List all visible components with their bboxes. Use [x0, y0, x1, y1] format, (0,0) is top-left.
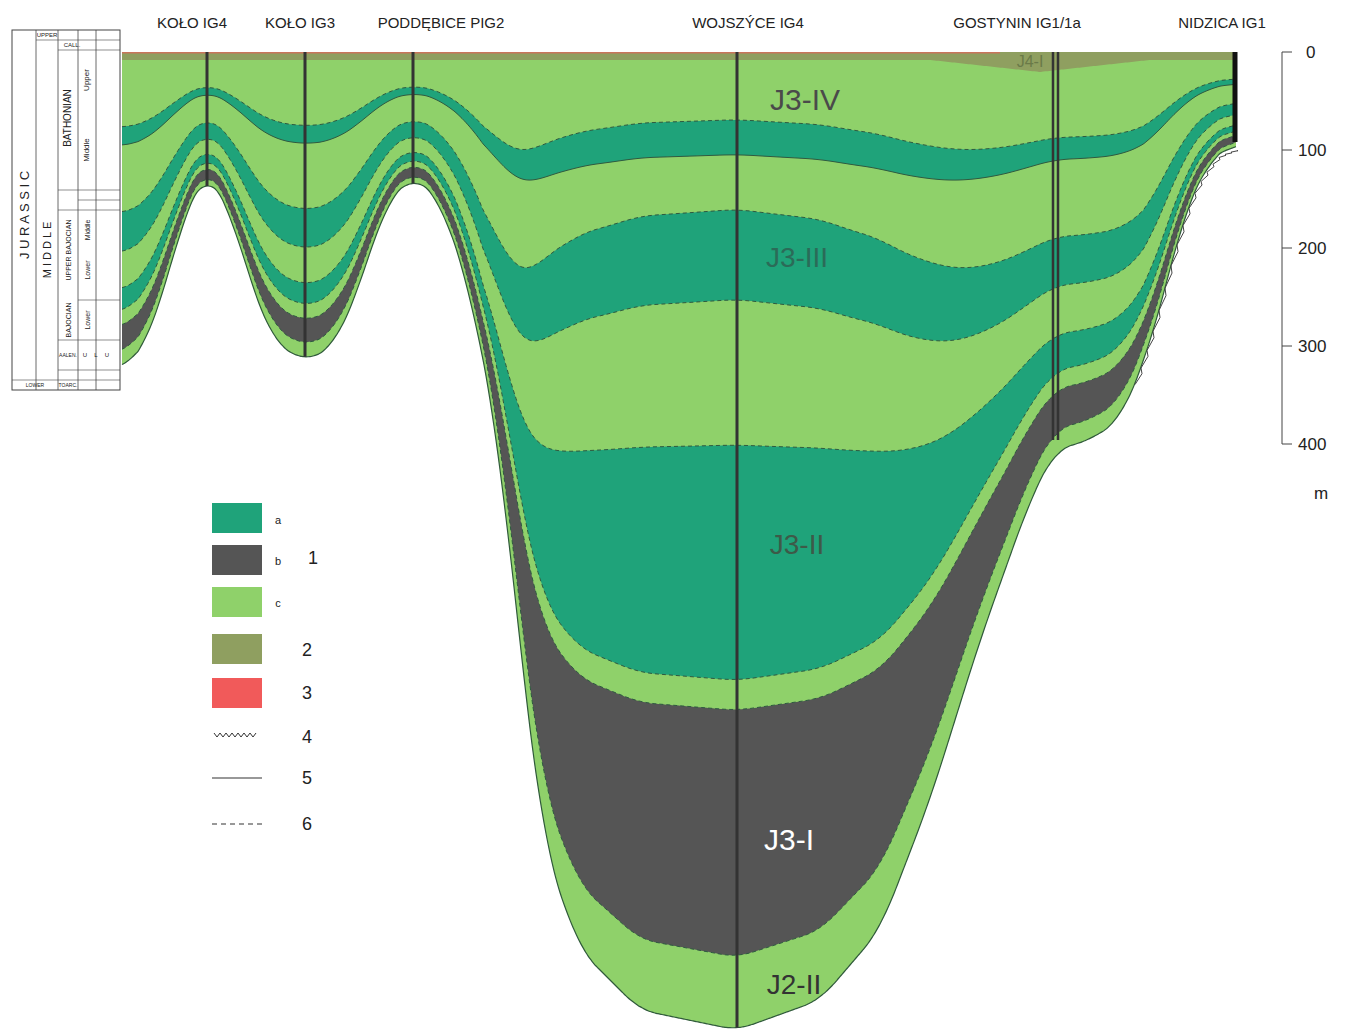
boundary-dashed — [122, 135, 1236, 709]
strat-label: BATHONIAN — [63, 89, 73, 147]
strat-label: J U R A S S I C — [18, 171, 31, 259]
strat-label: UPPER — [37, 32, 58, 38]
scale-tick — [1282, 248, 1292, 249]
strat-label: TOARC. — [59, 383, 78, 388]
legend-text: a — [275, 515, 281, 526]
column-divider — [58, 340, 120, 341]
well-line — [1052, 52, 1055, 440]
legend-swatch — [212, 503, 262, 533]
column-divider — [78, 200, 120, 201]
section-layers — [122, 52, 1238, 1028]
strat-label: UPPER BAJOCIAN — [65, 219, 72, 280]
well-name: KOŁO IG3 — [265, 15, 335, 30]
unit-label: J4-I — [1017, 54, 1044, 70]
column-divider — [36, 40, 120, 41]
unit-label: J3-IV — [770, 85, 840, 115]
well-line — [736, 52, 739, 1028]
strat-label: Lower — [84, 310, 91, 329]
strat-label: Lower — [84, 260, 91, 279]
legend-text: 5 — [302, 769, 312, 787]
layer-olive — [122, 52, 1236, 72]
scale-tick — [1282, 444, 1292, 445]
column-divider — [58, 50, 120, 51]
well-line — [1233, 52, 1238, 142]
column-divider — [58, 370, 120, 371]
legend-text: 2 — [302, 641, 312, 659]
scale-tick — [1282, 346, 1292, 347]
column-divider — [58, 190, 120, 191]
strat-label: BAJOCIAN — [65, 302, 72, 337]
strat-label: Middle — [84, 220, 91, 241]
legend-text: b — [275, 556, 281, 567]
well-name: PODDĘBICE PIG2 — [378, 15, 505, 30]
legend-text: c — [275, 598, 281, 609]
legend-swatch — [212, 545, 262, 575]
scale-label: 0 — [1306, 44, 1315, 61]
strat-column — [12, 30, 120, 390]
legend-group-number: 1 — [308, 549, 318, 567]
legend-solid-line — [212, 777, 262, 778]
well-line — [206, 52, 209, 186]
strat-label: M I D D L E — [42, 222, 53, 278]
unit-label: J3-III — [766, 244, 828, 272]
unit-label: J3-II — [770, 531, 824, 559]
legend-dashed-line — [212, 823, 262, 824]
legend-swatch — [212, 634, 262, 664]
strat-label: Middle — [83, 138, 91, 162]
scale-tick — [1282, 150, 1292, 151]
strat-label: Upper — [83, 69, 91, 91]
layer-teal — [122, 103, 1236, 341]
boundary-solid — [122, 84, 1236, 180]
boundary-dashed — [122, 142, 1236, 955]
well-line — [304, 52, 307, 357]
layer-teal — [122, 79, 1236, 180]
well-line — [1057, 52, 1060, 440]
column-divider — [78, 300, 120, 301]
scale-label: m — [1314, 485, 1328, 502]
section-base — [122, 147, 1236, 1028]
legend-text: 4 — [302, 728, 312, 746]
legend-swatch — [212, 678, 262, 708]
strat-label: CALL. — [64, 42, 81, 48]
well-name: GOSTYNIN IG1/1a — [953, 15, 1081, 30]
strat-label: U — [83, 352, 87, 358]
scale-label: 300 — [1298, 338, 1326, 355]
unit-label: J3-I — [764, 825, 814, 855]
legend-text: 3 — [302, 684, 312, 702]
depth-scale — [1282, 52, 1292, 444]
layer-red — [122, 52, 1000, 54]
well-name: NIDZICA IG1 — [1178, 15, 1266, 30]
boundary-dashed — [122, 125, 1236, 451]
well-name: KOŁO IG4 — [157, 15, 227, 30]
unit-label: J2-II — [767, 971, 821, 999]
boundary-dashed — [122, 79, 1236, 149]
strat-label: AALEN. — [59, 353, 77, 358]
strat-label: U — [105, 352, 109, 358]
strat-label: L — [94, 352, 97, 358]
boundary-dashed — [122, 103, 1236, 267]
well-name: WOJSZÝCE IG4 — [692, 15, 804, 30]
column-frame — [12, 30, 120, 390]
boundary-dashed — [122, 115, 1236, 341]
legend-swatch — [212, 587, 262, 617]
column-divider — [58, 210, 120, 211]
column-divider — [12, 380, 120, 381]
legend-text: 6 — [302, 815, 312, 833]
boundary-dashed — [122, 131, 1236, 679]
scale-label: 200 — [1298, 240, 1326, 257]
scale-label: 400 — [1298, 436, 1326, 453]
well-line — [412, 52, 415, 183]
scale-tick — [1282, 52, 1292, 53]
column-divider — [36, 30, 37, 390]
legend-wavy-line — [214, 733, 256, 737]
scale-label: 100 — [1298, 142, 1326, 159]
erosion-line — [1135, 151, 1238, 385]
layer-light — [122, 60, 1236, 1028]
legend-samples — [212, 503, 262, 824]
layer-dark — [122, 135, 1236, 955]
strat-label: LOWER — [26, 383, 44, 388]
